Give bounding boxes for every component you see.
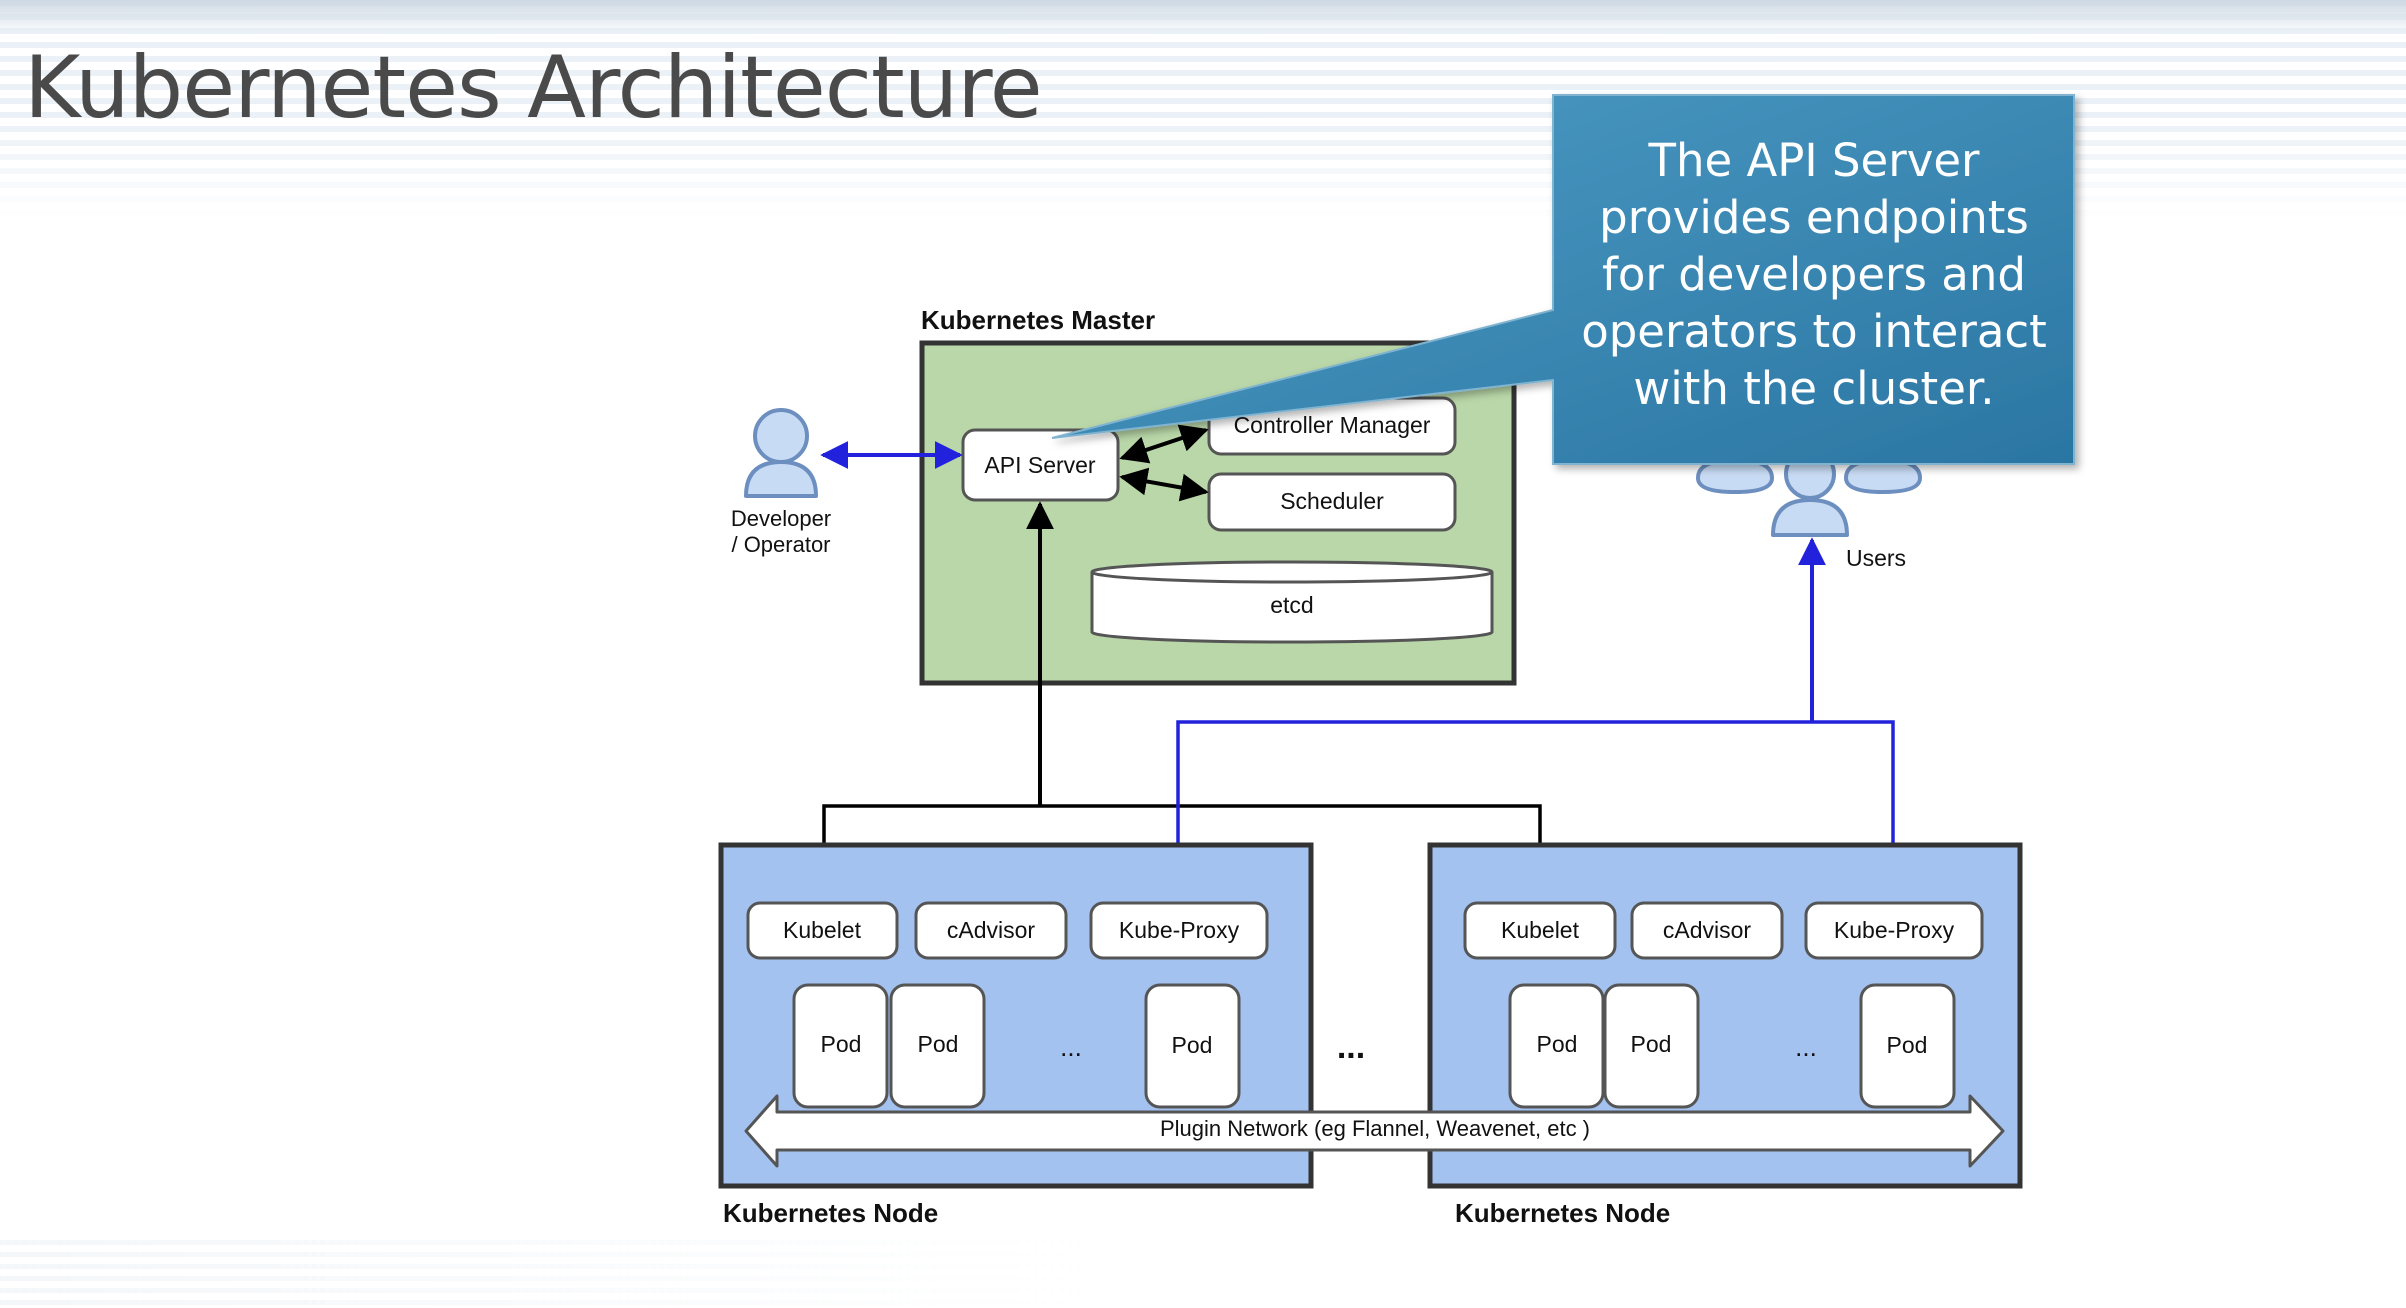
- api-controller-arrow: [1119, 424, 1209, 464]
- footer-stripes: [0, 1240, 2406, 1308]
- slide-title: Kubernetes Architecture: [24, 38, 1043, 138]
- node-2-kubelet-label: Kubelet: [1501, 917, 1580, 943]
- api-scheduler-arrow: [1119, 467, 1209, 502]
- plugin-network-label: Plugin Network (eg Flannel, Weavenet, et…: [1160, 1116, 1590, 1141]
- scheduler-box: [1207, 472, 1457, 532]
- node-2-pod-3-box: [1859, 983, 1956, 1109]
- node-1-kubelet-box: [746, 901, 899, 960]
- kubeproxy-users-connector: [1165, 537, 1906, 904]
- node-1-kubelet-label: Kubelet: [783, 917, 862, 943]
- callout-text: The API Server provides endpoints for de…: [1556, 132, 2072, 417]
- node-1-cadvisor-box: [914, 901, 1068, 960]
- node-2-pod-3-label: Pod: [1887, 1032, 1928, 1058]
- api-server-label: API Server: [984, 452, 1096, 478]
- node-1-pod-2-label: Pod: [918, 1031, 959, 1057]
- node-1-pod-1-label: Pod: [821, 1031, 862, 1057]
- callout-line-4: operators to interact: [1581, 305, 2047, 358]
- callout-line-5: with the cluster.: [1633, 362, 1995, 415]
- node-1-ellipsis: ...: [1060, 1032, 1082, 1062]
- node-1-cadvisor-label: cAdvisor: [947, 917, 1036, 943]
- callout-line-1: The API Server: [1648, 134, 1980, 187]
- controller-manager-label: Controller Manager: [1234, 412, 1431, 438]
- node-1-pod-3-box: [1144, 983, 1241, 1109]
- node-2-kubelet-box: [1463, 901, 1617, 960]
- callout-line-3: for developers and: [1602, 248, 2026, 301]
- node-1-kubeproxy-box: [1089, 901, 1269, 960]
- node-1-pod-1-box: [792, 983, 889, 1109]
- node-2-cadvisor-box: [1630, 901, 1784, 960]
- node-2-pod-2-box: [1603, 983, 1700, 1109]
- node-2-kubeproxy-label: Kube-Proxy: [1834, 917, 1955, 943]
- api-server-callout: [1051, 94, 2075, 465]
- node-1-kubeproxy-label: Kube-Proxy: [1119, 917, 1240, 943]
- users-label: Users: [1846, 545, 1906, 571]
- developer-label-line2: / Operator: [731, 532, 830, 557]
- node-2-kubeproxy-box: [1804, 901, 1984, 960]
- node-1-pod-3-label: Pod: [1172, 1032, 1213, 1058]
- plugin-network-arrow: [744, 1094, 2005, 1168]
- node-2-cadvisor-label: cAdvisor: [1663, 917, 1752, 943]
- api-server-box: [961, 428, 1120, 502]
- etcd-label: etcd: [1270, 592, 1313, 618]
- node-2-title: Kubernetes Node: [1455, 1198, 1670, 1228]
- developer-label-line1: Developer: [731, 506, 831, 531]
- developer-person-icon: [744, 408, 818, 498]
- node-2-ellipsis: ...: [1795, 1032, 1817, 1062]
- etcd-cylinder: [1090, 560, 1494, 644]
- node-2-pod-1-box: [1508, 983, 1605, 1109]
- scheduler-label: Scheduler: [1280, 488, 1384, 514]
- node-1-pod-2-box: [889, 983, 986, 1109]
- master-title: Kubernetes Master: [921, 305, 1155, 335]
- node-2-pod-1-label: Pod: [1537, 1031, 1578, 1057]
- between-nodes-ellipsis: ...: [1337, 1028, 1365, 1066]
- callout-line-2: provides endpoints: [1599, 191, 2029, 244]
- node-1-title: Kubernetes Node: [723, 1198, 938, 1228]
- node-2-pod-2-label: Pod: [1631, 1031, 1672, 1057]
